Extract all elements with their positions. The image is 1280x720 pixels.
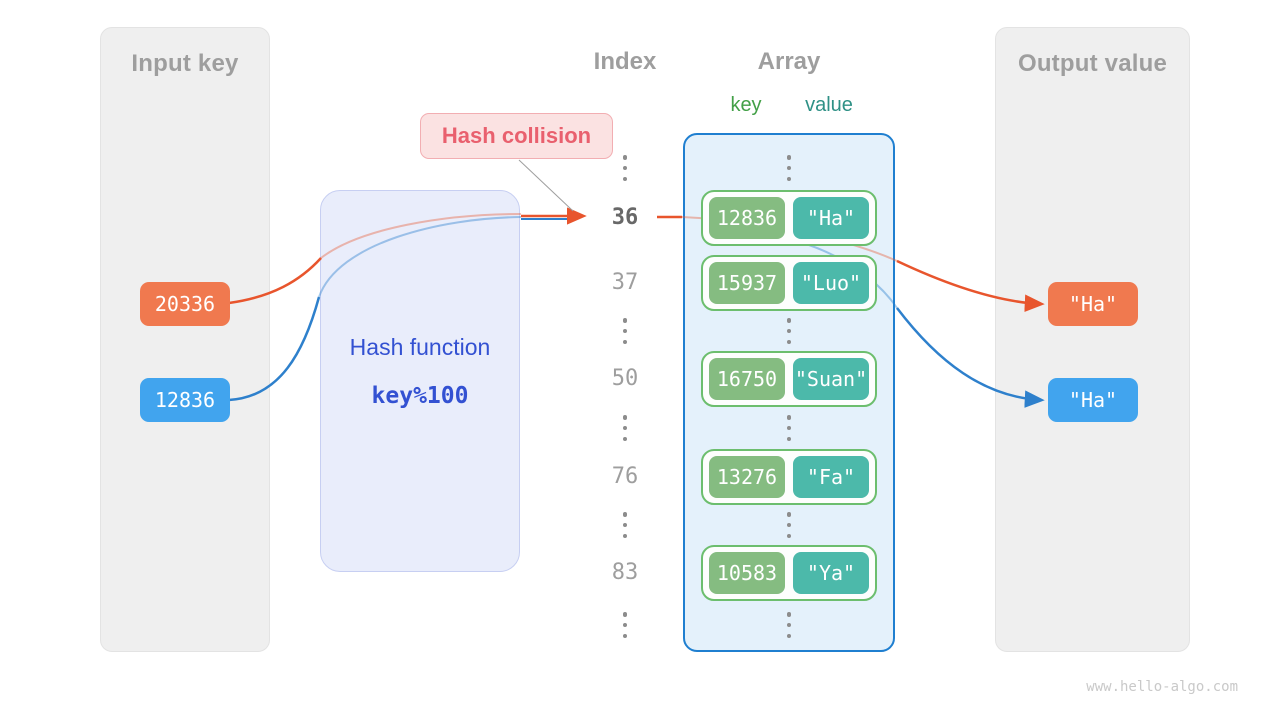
index-value-37: 37 [611,270,639,295]
input-key-title: Input key [131,50,239,77]
index-column-header: Index [593,48,657,75]
input-key-panel: Input key [100,27,270,652]
hash-function-formula: key%100 [371,383,469,409]
output-value-ha-blue: "Ha" [1048,378,1138,422]
array-key: 13276 [709,456,785,498]
index-value-83: 83 [611,560,639,585]
array-value: "Luo" [793,262,869,304]
input-key-20336: 20336 [140,282,230,326]
hash-function-label: Hash function [349,334,491,360]
input-key-12836-label: 12836 [154,388,216,412]
ellipsis-icon [585,155,665,181]
output-value-panel: Output value [995,27,1190,652]
ellipsis-icon [585,512,665,538]
index-value-76: 76 [611,464,639,489]
array-value: "Fa" [793,456,869,498]
watermark: www.hello-algo.com [1086,679,1238,695]
ellipsis-icon [749,415,829,441]
index-value-50: 50 [611,366,639,391]
array-value: "Ha" [793,197,869,239]
output-value-title: Output value [1017,50,1168,77]
ellipsis-icon [749,512,829,538]
ellipsis-icon [749,318,829,344]
array-key: 10583 [709,552,785,594]
value-column-header: value [805,94,853,116]
ellipsis-icon [585,415,665,441]
ellipsis-icon [585,318,665,344]
input-key-12836: 12836 [140,378,230,422]
array-entry-13276: 13276"Fa" [701,449,877,505]
hash-collision-callout: Hash collision [420,113,613,159]
array-key: 12836 [709,197,785,239]
array-entry-16750: 16750"Suan" [701,351,877,407]
array-value: "Suan" [793,358,869,400]
output-value-ha-orange: "Ha" [1048,282,1138,326]
output-value-ha-orange-label: "Ha" [1068,292,1118,316]
ellipsis-icon [749,612,829,638]
array-key: 16750 [709,358,785,400]
index-value-36: 36 [611,205,639,230]
key-column-header: key [730,94,762,116]
ellipsis-icon [749,155,829,181]
hash-function-box: Hash function key%100 [320,190,520,572]
collision-callout-line [518,159,574,212]
ellipsis-icon [585,612,665,638]
array-entry-10583: 10583"Ya" [701,545,877,601]
input-key-20336-label: 20336 [154,292,216,316]
array-entry-12836: 12836"Ha" [701,190,877,246]
hash-collision-label: Hash collision [441,123,592,148]
array-key: 15937 [709,262,785,304]
array-value: "Ya" [793,552,869,594]
array-entry-15937: 15937"Luo" [701,255,877,311]
array-column-header: Array [757,48,821,75]
output-value-ha-blue-label: "Ha" [1068,388,1118,412]
